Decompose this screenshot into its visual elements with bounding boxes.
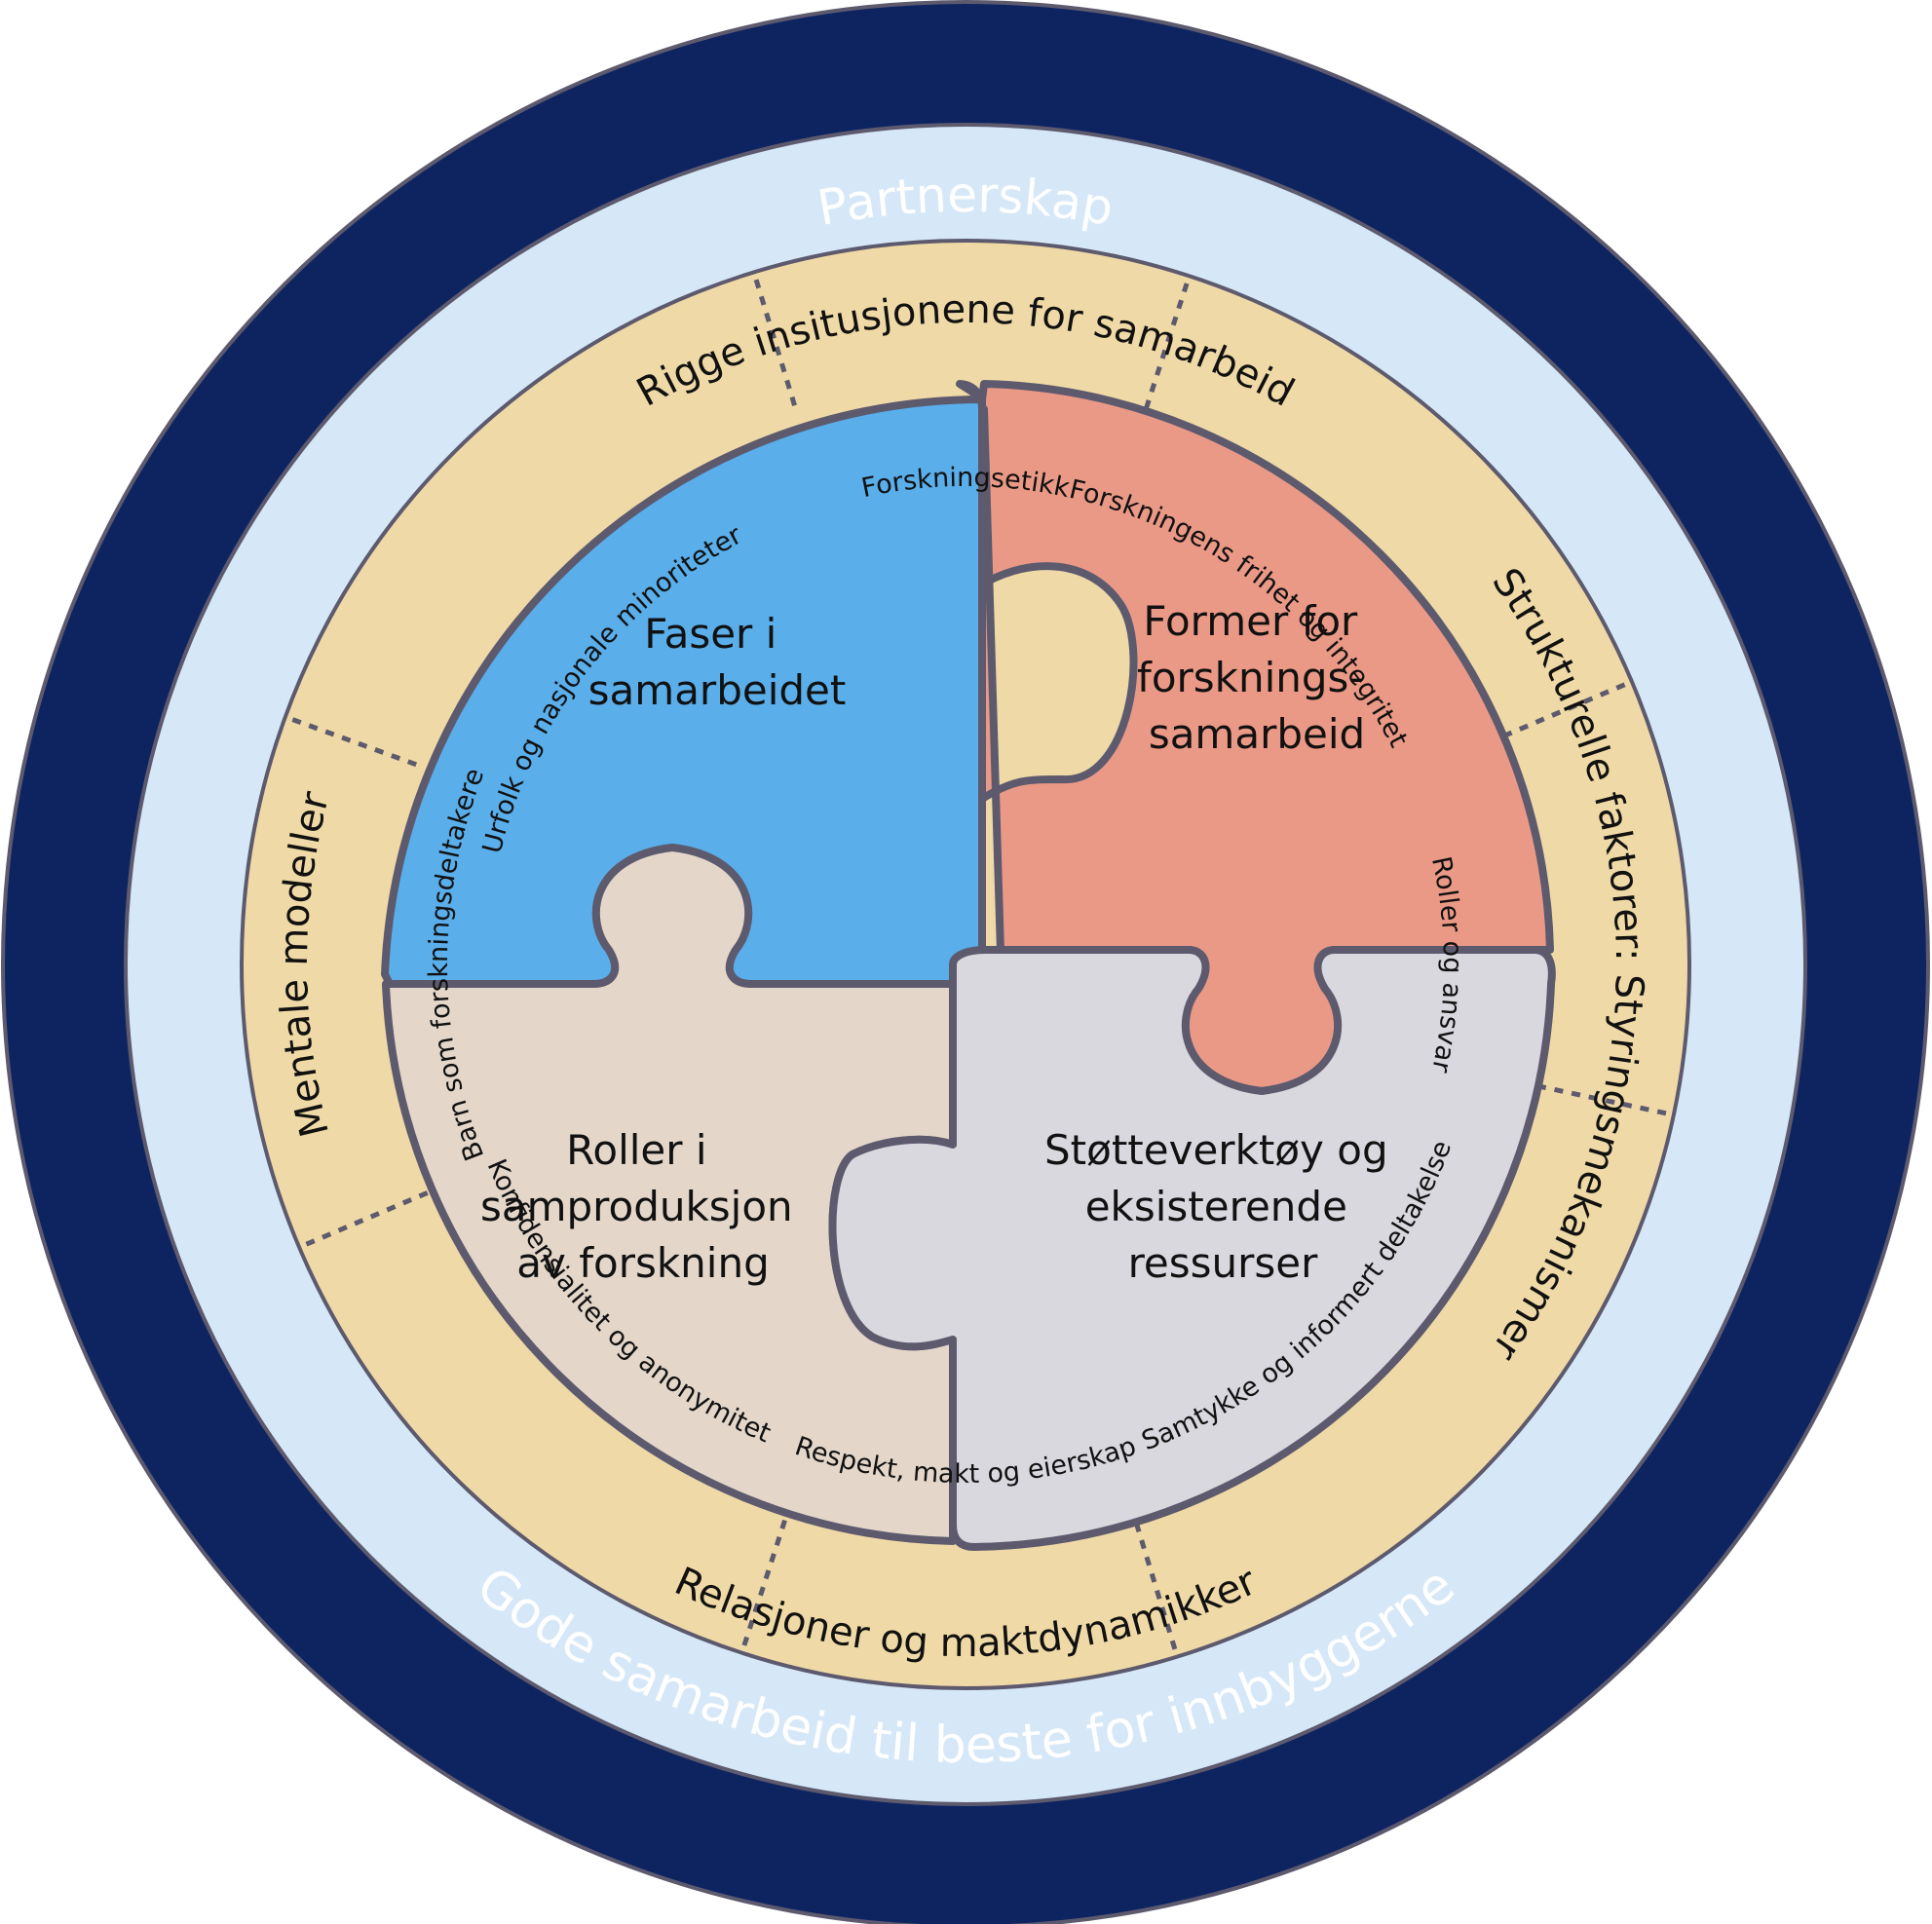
segment-divider [1144, 275, 1192, 410]
segment-divider [739, 1519, 787, 1654]
segment-divider [284, 714, 418, 768]
puzzle-piece-bottom-right [828, 946, 1556, 1551]
piece-label-stotteverktoy: Støtteverktøy og eksisterende ressurser [1044, 1126, 1401, 1287]
segment-divider [1134, 1523, 1180, 1658]
segment-dividers [284, 271, 1675, 1658]
piece-label-roller: Roller i samproduksjon av forskning [480, 1126, 806, 1287]
piece-label-faser: Faser i samarbeidet [588, 610, 847, 714]
segment-divider [1536, 1083, 1675, 1117]
segment-divider [751, 271, 797, 406]
segment-divider [298, 1190, 429, 1250]
puzzle [381, 380, 1556, 1551]
segment-divider [1502, 679, 1633, 738]
piece-label-former: Former for forsknings- samarbeid [1137, 597, 1377, 758]
